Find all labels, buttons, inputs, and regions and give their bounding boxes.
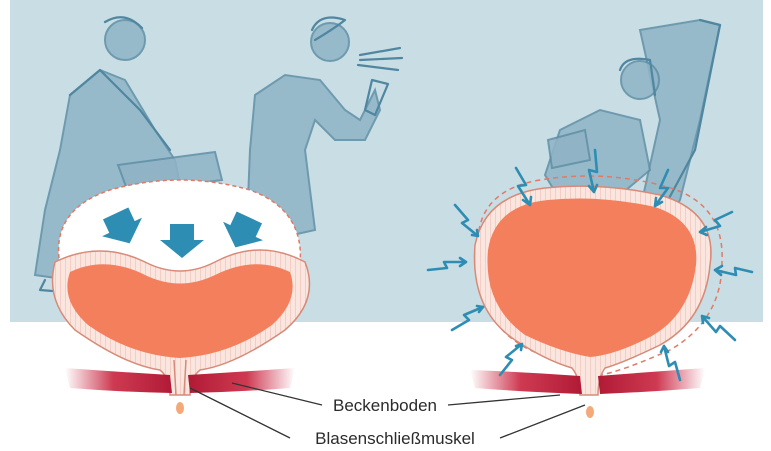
left-bladder-diagram: [53, 180, 310, 414]
left-droplet: [176, 402, 184, 414]
right-droplet: [586, 406, 594, 418]
sphincter-label: Blasenschließmuskel: [315, 429, 475, 448]
pelvic-floor-label: Beckenboden: [333, 396, 437, 415]
